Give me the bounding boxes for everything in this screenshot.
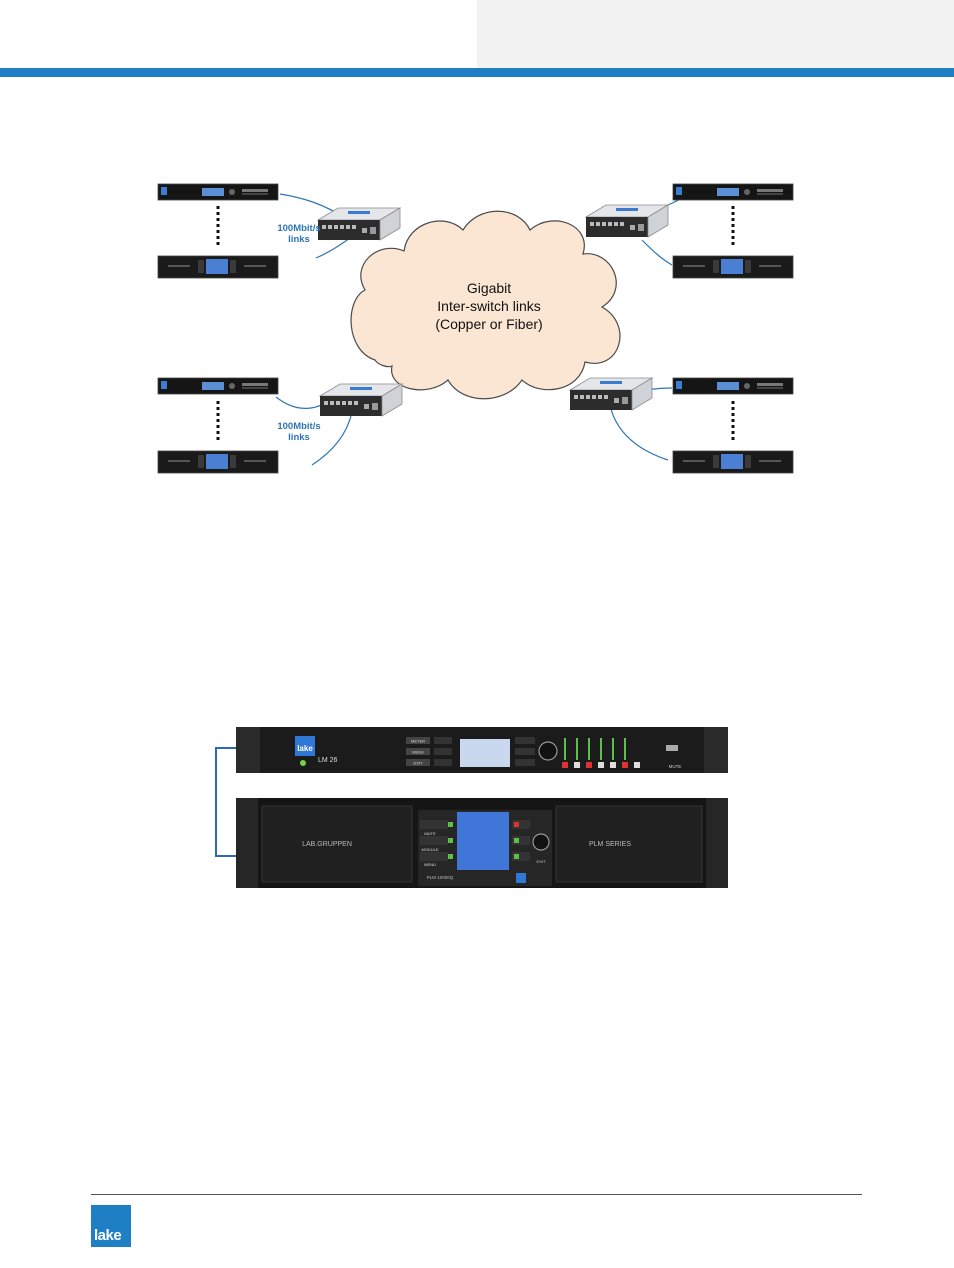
plm-brand-label: LAB.GRUPPEN [302, 841, 352, 848]
amplifier-top-left [158, 256, 278, 278]
switch-bottom-right [570, 378, 652, 410]
header-accent-bar [0, 68, 954, 77]
lake-logo-text: lake [94, 1227, 121, 1244]
footer-rule [91, 1194, 862, 1195]
plm-menu-button: MENU [424, 862, 436, 867]
lm26-processor: lake LM 26 METER MENU EXIT [236, 727, 728, 773]
amplifier-top-right [673, 256, 793, 278]
link-label-bottom-line-2: links [288, 432, 310, 443]
lm26-meter-button: METER [411, 739, 425, 744]
switch-top-right [586, 205, 668, 237]
plm-exit-label: EXIT [537, 859, 546, 864]
lm26-mute-label: MUTE [669, 764, 682, 769]
lake-logo: lake [91, 1205, 131, 1247]
lm26-brand-logo: lake [297, 744, 313, 753]
link-label-top-line-1: 100Mbit/s [277, 223, 320, 234]
lm26-menu-button: MENU [412, 750, 424, 755]
amplifier-bottom-right [673, 451, 793, 473]
lm26-exit-button: EXIT [414, 761, 423, 766]
cloud-label-line-2: Inter-switch links [437, 298, 540, 314]
processor-top-right [673, 184, 793, 200]
processor-top-left [158, 184, 278, 200]
plm-series-label: PLM SERIES [589, 841, 631, 848]
network-diagram: Gigabit Inter-switch links (Copper or Fi… [0, 170, 954, 670]
cloud-label-line-1: Gigabit [467, 280, 511, 296]
link-label-bottom-line-1: 100Mbit/s [277, 421, 320, 432]
plm-model-label: PLM 10000Q [427, 875, 454, 880]
header-panel [477, 0, 954, 68]
lm26-model-label: LM 26 [318, 757, 338, 764]
plm-mute-button: MUTE [424, 831, 436, 836]
device-stack-illustration: lake LM 26 METER MENU EXIT [0, 720, 954, 920]
device-link-cable [216, 748, 236, 856]
switch-top-left [318, 208, 400, 240]
link-label-top-line-2: links [288, 234, 310, 245]
processor-bottom-left [158, 378, 278, 394]
amplifier-bottom-left [158, 451, 278, 473]
processor-bottom-right [673, 378, 793, 394]
cloud-label-line-3: (Copper or Fiber) [435, 316, 542, 332]
switch-bottom-left [320, 384, 402, 416]
plm-module-button: MODULE [421, 847, 438, 852]
plm-amplifier: LAB.GRUPPEN PLM SERIES MUTE MODULE MENU … [236, 798, 728, 888]
